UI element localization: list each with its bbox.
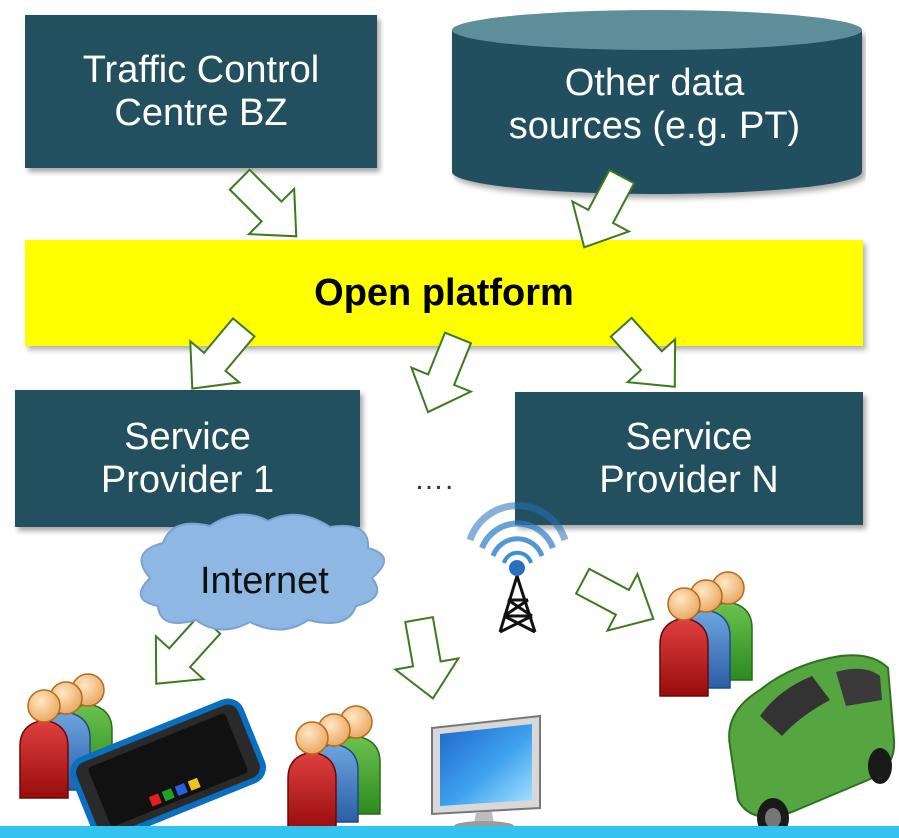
service-provider-1-box: Service Provider 1 <box>15 390 360 527</box>
data-sources-cylinder <box>452 10 862 194</box>
arrow-traffic-to-platform <box>216 156 320 260</box>
arrow-platform-to-middle <box>397 324 489 426</box>
provider-1-line2: Provider 1 <box>100 458 275 501</box>
provider-1-line1: Service <box>124 415 251 458</box>
traffic-control-label-line1: Traffic Control <box>82 48 320 91</box>
provider-n-line1: Service <box>625 415 753 458</box>
other-sources-line2: sources (e.g. PT) <box>508 104 801 147</box>
cloud-icon <box>139 513 385 631</box>
monitor-icon <box>431 714 541 831</box>
antenna-icon <box>466 502 569 634</box>
arrow-to-desktop <box>386 613 466 705</box>
people-group-icon-center <box>287 705 381 831</box>
internet-label: Internet <box>200 560 329 602</box>
arrow-antenna-to-people <box>566 551 670 649</box>
ellipsis-text: …. <box>414 463 455 496</box>
open-platform-bar: Open platform <box>25 240 863 346</box>
arrow-platform-to-provider1 <box>166 305 270 411</box>
traffic-control-centre-box: Traffic Control Centre BZ <box>25 15 377 168</box>
smartphone-icon <box>70 698 266 838</box>
arrow-sources-to-platform <box>554 160 652 264</box>
provider-n-line2: Provider N <box>599 458 779 501</box>
other-sources-line1: Other data <box>564 62 745 104</box>
people-group-icon-right <box>659 571 753 697</box>
bottom-accent-bar <box>0 826 899 838</box>
car-icon <box>728 654 896 838</box>
other-data-sources-label: Other data sources (e.g. PT) <box>452 62 857 147</box>
service-provider-n-box: Service Provider N <box>515 392 863 525</box>
arrow-platform-to-providerN <box>596 304 700 410</box>
open-platform-label: Open platform <box>314 271 574 314</box>
traffic-control-label-line2: Centre BZ <box>114 91 288 134</box>
